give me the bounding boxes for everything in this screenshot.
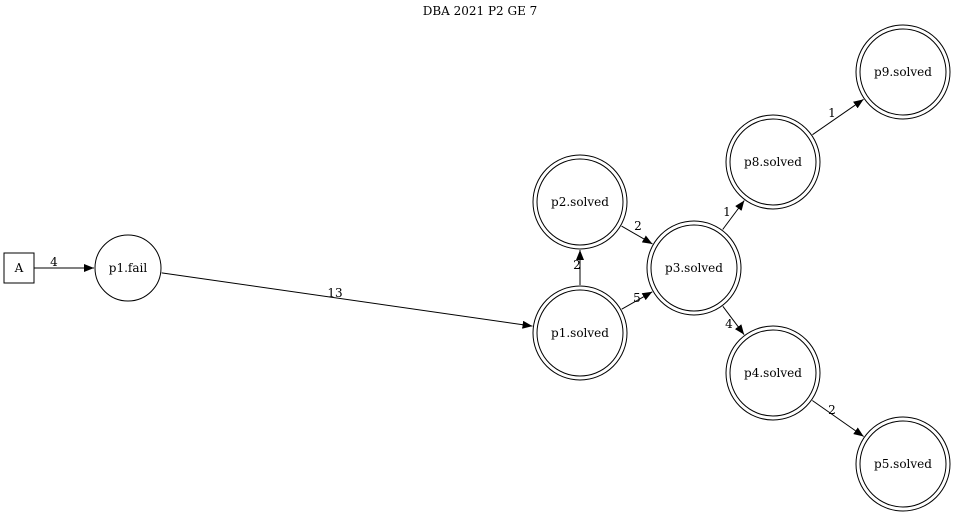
edge-line bbox=[722, 200, 745, 230]
graph-title: DBA 2021 P2 GE 7 bbox=[423, 4, 538, 18]
edge-line bbox=[621, 291, 653, 310]
node-p1solved: p1.solved bbox=[532, 285, 628, 381]
node-label: p3.solved bbox=[665, 261, 723, 275]
node-circle bbox=[855, 24, 951, 120]
edge-line bbox=[812, 98, 864, 136]
edge-p1fail-p1solved: 13 bbox=[161, 272, 533, 329]
node-label: p8.solved bbox=[744, 155, 802, 169]
node-inner-circle bbox=[536, 289, 624, 377]
edge-p2solved-p3solved: 2 bbox=[621, 219, 653, 245]
edge-p3solved-p8solved: 1 bbox=[722, 200, 745, 230]
edge-p8solved-p9solved: 1 bbox=[812, 98, 864, 136]
edge-label: 1 bbox=[723, 205, 731, 219]
node-circle bbox=[725, 325, 821, 421]
node-label: p4.solved bbox=[744, 366, 802, 380]
edge-label: 2 bbox=[573, 258, 581, 272]
node-box bbox=[3, 252, 35, 284]
node-label: p9.solved bbox=[874, 65, 932, 79]
node-p3solved: p3.solved bbox=[646, 220, 742, 316]
node-circle bbox=[532, 154, 628, 250]
node-p8solved: p8.solved bbox=[725, 114, 821, 210]
edge-line bbox=[812, 400, 864, 437]
edge-line bbox=[722, 306, 745, 335]
node-label: p1.fail bbox=[109, 261, 148, 275]
node-label: p5.solved bbox=[874, 457, 932, 471]
node-A: A bbox=[3, 252, 35, 284]
node-inner-circle bbox=[536, 158, 624, 246]
node-p2solved: p2.solved bbox=[532, 154, 628, 250]
edge-label: 2 bbox=[634, 219, 642, 233]
node-circle bbox=[725, 114, 821, 210]
node-circle bbox=[646, 220, 742, 316]
edge-line bbox=[161, 272, 533, 329]
edge-A-p1fail: 4 bbox=[34, 255, 94, 272]
node-p1fail: p1.fail bbox=[94, 234, 162, 302]
node-p5solved: p5.solved bbox=[855, 416, 951, 512]
edge-p1solved-p3solved: 5 bbox=[621, 291, 653, 310]
edge-label: 1 bbox=[828, 106, 836, 120]
node-label: A bbox=[14, 261, 24, 275]
node-circle bbox=[532, 285, 628, 381]
node-label: p2.solved bbox=[551, 195, 609, 209]
edge-label: 5 bbox=[633, 291, 641, 305]
node-inner-circle bbox=[859, 420, 947, 508]
edge-label: 2 bbox=[828, 403, 836, 417]
node-circle bbox=[94, 234, 162, 302]
edge-p3solved-p4solved: 4 bbox=[722, 306, 745, 335]
node-label: p1.solved bbox=[551, 326, 609, 340]
edge-line bbox=[621, 225, 653, 245]
edge-label: 4 bbox=[725, 317, 733, 331]
edge-p1solved-p2solved: 2 bbox=[573, 250, 584, 285]
node-inner-circle bbox=[650, 224, 738, 312]
edge-label: 13 bbox=[327, 286, 342, 300]
node-inner-circle bbox=[729, 118, 817, 206]
edges-layer: 4 13 2 5 2 1 4 1 2 bbox=[34, 98, 864, 437]
node-inner-circle bbox=[859, 28, 947, 116]
node-inner-circle bbox=[729, 329, 817, 417]
node-circle bbox=[855, 416, 951, 512]
edge-label: 4 bbox=[50, 255, 58, 269]
node-p4solved: p4.solved bbox=[725, 325, 821, 421]
node-p9solved: p9.solved bbox=[855, 24, 951, 120]
edge-p4solved-p5solved: 2 bbox=[812, 400, 864, 437]
